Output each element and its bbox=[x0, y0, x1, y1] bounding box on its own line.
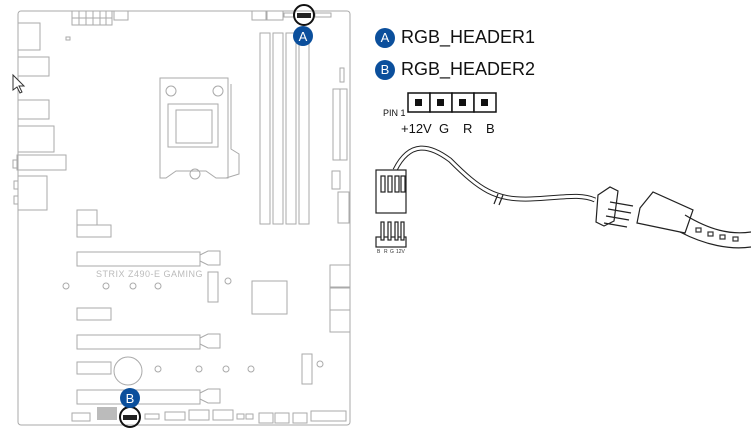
cpu-power-connector bbox=[71, 10, 113, 26]
pin-label-r: R bbox=[463, 121, 473, 136]
legend-item-rgb-header-1: A RGB_HEADER1 bbox=[375, 27, 535, 48]
pin-label-b: B bbox=[486, 121, 495, 136]
motherboard-outline bbox=[17, 10, 351, 426]
legend-item-rgb-header-2: B RGB_HEADER2 bbox=[375, 59, 535, 80]
rgb-header-1 bbox=[293, 4, 315, 26]
chipset bbox=[251, 280, 288, 315]
board-marker-a: A bbox=[293, 26, 313, 46]
debug-led bbox=[97, 407, 117, 420]
legend-label: RGB_HEADER1 bbox=[401, 27, 536, 47]
dimm-slots bbox=[259, 32, 310, 225]
pin-label-g: G bbox=[439, 121, 450, 136]
legend-label: RGB_HEADER2 bbox=[401, 59, 536, 79]
connector-pin-label: 12V bbox=[396, 249, 405, 255]
cpu-socket bbox=[159, 77, 240, 180]
screw-holes bbox=[62, 277, 324, 373]
rgb-cable-illustration bbox=[375, 145, 751, 249]
pcie-slot bbox=[76, 388, 221, 405]
marker-badge-a: A bbox=[375, 27, 395, 48]
board-model-label: STRIX Z490-E GAMING bbox=[96, 269, 204, 279]
rgb-header-2 bbox=[119, 406, 141, 428]
connector-pin-label: R bbox=[384, 249, 388, 255]
cmos-battery bbox=[113, 356, 143, 386]
pcie-slot bbox=[76, 333, 221, 350]
board-marker-b: B bbox=[120, 388, 140, 408]
mouse-cursor-icon bbox=[12, 73, 26, 94]
marker-badge-b: B bbox=[375, 59, 395, 80]
pin-label-12v: +12V bbox=[401, 121, 432, 136]
connector-pin-label: B bbox=[377, 249, 381, 255]
connector-pin-label: G bbox=[390, 249, 394, 255]
pcie-slot bbox=[76, 250, 221, 267]
pin1-label: PIN 1 bbox=[383, 108, 406, 118]
